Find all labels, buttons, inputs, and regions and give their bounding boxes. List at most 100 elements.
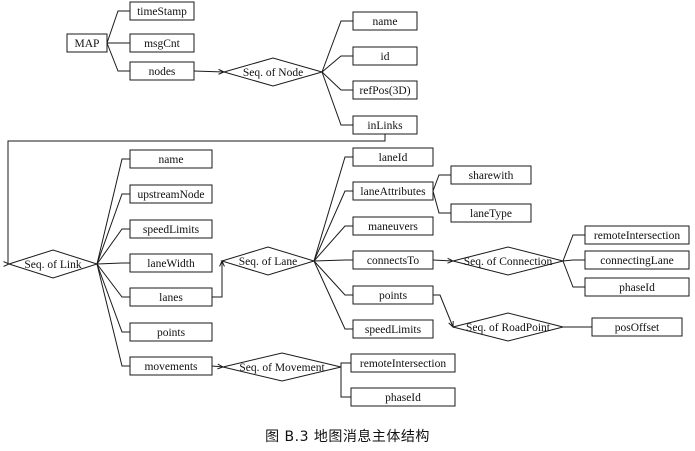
- node-seq-lane: Seq. of Lane: [220, 246, 316, 276]
- node-seq-node: Seq. of Node: [222, 57, 324, 87]
- branch-line: [106, 10, 130, 44]
- node-shape: [222, 352, 342, 382]
- node-label: points: [379, 290, 408, 302]
- node-label: Seq. of RoadPoint: [466, 322, 551, 334]
- node-shape: [129, 253, 213, 273]
- node-conn-remote: remoteIntersection: [584, 225, 690, 245]
- node-shape: [350, 387, 456, 407]
- node-label: name: [159, 154, 184, 166]
- node-shape: [7, 249, 99, 279]
- node-label: sharewith: [469, 170, 514, 182]
- node-shape: [220, 246, 316, 276]
- node-seq-connection: Seq. of Connection: [452, 246, 564, 276]
- node-shape: [352, 216, 434, 236]
- node-label: Seq. of Lane: [239, 256, 297, 268]
- node-shape: [129, 1, 195, 21]
- node-lane-laneid: laneId: [352, 147, 434, 167]
- node-label: Seq. of Node: [243, 67, 303, 79]
- branch-line: [321, 71, 353, 91]
- branch-line: [313, 225, 353, 262]
- node-shape: [129, 219, 213, 239]
- node-shape: [222, 57, 324, 87]
- node-label: points: [157, 327, 186, 339]
- node-msgcnt: msgCnt: [129, 33, 195, 53]
- node-label: maneuvers: [368, 221, 418, 233]
- node-label: laneId: [379, 152, 408, 164]
- node-shape: [350, 353, 456, 373]
- branch-line: [106, 42, 130, 72]
- node-mov-phase: phaseId: [350, 387, 456, 407]
- node-shape: [584, 277, 690, 297]
- sequence-arrow: [193, 70, 225, 73]
- node-link-name: name: [129, 149, 213, 169]
- node-link-lanewidth: laneWidth: [129, 253, 213, 273]
- node-nodes: nodes: [129, 61, 195, 81]
- node-shape: [591, 317, 683, 337]
- node-mov-remote: remoteIntersection: [350, 353, 456, 373]
- branch-line: [432, 190, 451, 214]
- node-shape: [129, 184, 213, 204]
- node-lane-sharewith: sharewith: [450, 165, 532, 185]
- branch-line: [340, 362, 351, 367]
- node-link-lanes: lanes: [129, 287, 213, 307]
- branch-line: [96, 193, 130, 265]
- node-shape: [129, 61, 195, 81]
- node-link-upstream: upstreamNode: [129, 184, 213, 204]
- node-shape: [450, 203, 532, 223]
- node-rp-posoffset: posOffset: [591, 317, 683, 337]
- node-shape: [452, 312, 564, 342]
- node-lane-connectsto: connectsTo: [352, 250, 434, 270]
- node-label: phaseId: [619, 282, 655, 294]
- node-shape: [352, 11, 418, 31]
- node-shape: [129, 33, 195, 53]
- node-label: laneWidth: [147, 258, 195, 270]
- sequence-arrow: [212, 261, 223, 298]
- node-seq-movement: Seq. of Movement: [222, 352, 342, 382]
- node-shape: [129, 356, 213, 376]
- node-shape: [584, 250, 690, 270]
- node-label: laneAttributes: [360, 186, 426, 198]
- node-shape: [66, 33, 108, 53]
- node-label: timeStamp: [137, 6, 187, 18]
- branch-line: [340, 367, 351, 398]
- node-label: remoteIntersection: [360, 358, 446, 370]
- node-label: movements: [144, 361, 198, 373]
- node-label: name: [373, 16, 398, 28]
- sequence-arrow: [432, 259, 454, 262]
- node-lane-attributes: laneAttributes: [352, 181, 434, 201]
- node-label: connectingLane: [600, 255, 673, 267]
- branch-line: [313, 259, 353, 262]
- node-link-points: points: [129, 322, 213, 342]
- node-lane-lanetype: laneType: [450, 203, 532, 223]
- node-lane-speedlimits: speedLimits: [352, 319, 434, 339]
- node-label: Seq. of Connection: [464, 256, 553, 268]
- node-link-speedlimits: speedLimits: [129, 219, 213, 239]
- node-conn-phase: phaseId: [584, 277, 690, 297]
- branch-line: [96, 263, 130, 333]
- node-shape: [352, 80, 418, 100]
- branch-line: [313, 190, 353, 262]
- node-shape: [352, 250, 434, 270]
- node-shape: [352, 285, 434, 305]
- branch-line: [96, 228, 130, 265]
- branch-line: [96, 158, 130, 265]
- node-label: speedLimits: [143, 224, 200, 236]
- branch-line: [321, 71, 353, 126]
- node-shape: [129, 322, 213, 342]
- node-label: phaseId: [385, 392, 421, 404]
- node-label: msgCnt: [144, 38, 181, 50]
- branch-line: [96, 263, 130, 367]
- branch-line: [96, 263, 130, 298]
- node-shape: [129, 149, 213, 169]
- branch-line: [313, 156, 353, 262]
- node-node-refpos: refPos(3D): [352, 80, 418, 100]
- node-conn-connecting: connectingLane: [584, 250, 690, 270]
- branch-line: [313, 260, 353, 330]
- node-label: upstreamNode: [137, 189, 204, 201]
- branch-line: [562, 259, 585, 262]
- node-shape: [352, 147, 434, 167]
- node-label: refPos(3D): [359, 85, 410, 97]
- node-label: laneType: [470, 208, 512, 220]
- node-label: speedLimits: [365, 324, 422, 336]
